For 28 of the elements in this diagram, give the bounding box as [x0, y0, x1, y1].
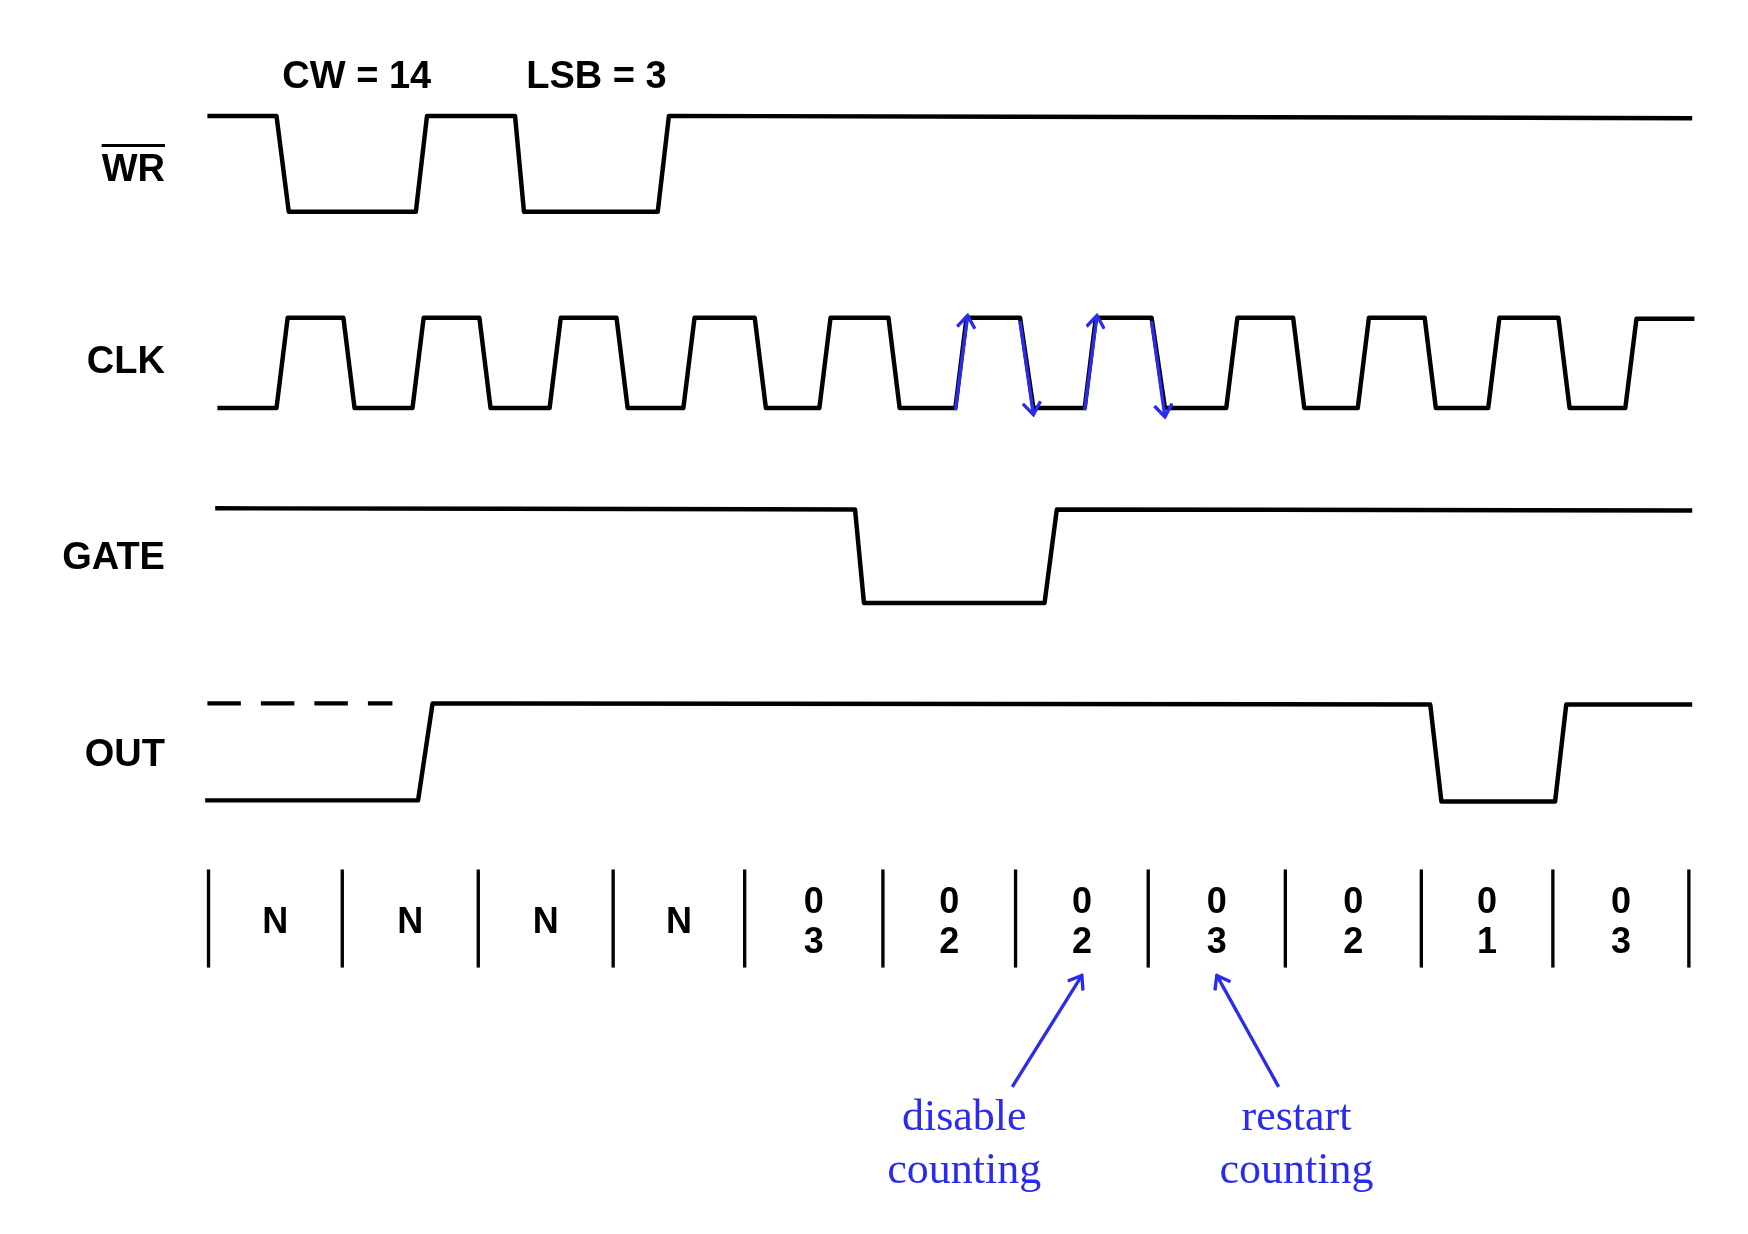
- signal-label: WR: [101, 148, 165, 187]
- count-value: 3: [1610, 923, 1631, 960]
- count-value: N: [665, 903, 692, 940]
- count-value: 3: [1206, 923, 1227, 960]
- count-value: 0: [1071, 883, 1092, 920]
- count-value: 0: [1343, 883, 1364, 920]
- count-value: 2: [1071, 923, 1092, 960]
- count-value: 2: [939, 923, 960, 960]
- annotation-label: disable counting: [886, 1089, 1043, 1195]
- count-value: 0: [1477, 883, 1498, 920]
- signal-label: LSB = 3: [526, 56, 667, 95]
- count-value: N: [397, 903, 424, 940]
- count-value: 0: [1610, 883, 1631, 920]
- signal-label: GATE: [62, 536, 165, 575]
- signal-label: CLK: [86, 340, 165, 379]
- count-value: 0: [803, 883, 824, 920]
- signal-label: CW = 14: [282, 56, 432, 95]
- count-value: 1: [1477, 923, 1498, 960]
- leader-arrow: [1213, 973, 1281, 1088]
- signal-label: OUT: [84, 734, 165, 773]
- count-value: 0: [939, 883, 960, 920]
- leader-arrow: [1010, 973, 1085, 1088]
- count-value: N: [262, 903, 289, 940]
- count-value: 2: [1343, 923, 1364, 960]
- count-value: N: [532, 903, 559, 940]
- count-value: 0: [1206, 883, 1227, 920]
- annotation-label: restart counting: [1218, 1089, 1375, 1195]
- count-value: 3: [803, 923, 824, 960]
